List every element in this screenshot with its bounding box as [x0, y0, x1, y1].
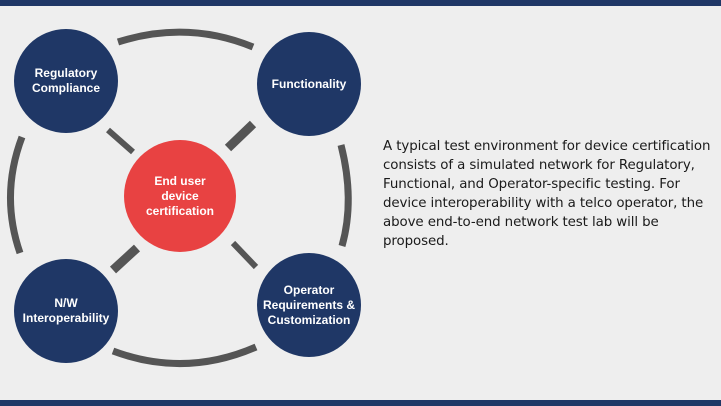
center-label-line: device — [161, 188, 199, 203]
center-circle — [124, 140, 236, 252]
node-nw-interop: N/W Interoperability — [14, 259, 118, 363]
arc-right — [337, 144, 352, 247]
node-functionality: Functionality — [257, 32, 361, 136]
spoke-bottom-left — [109, 244, 141, 274]
bottom-banner — [0, 400, 721, 406]
node-regulatory-circle — [14, 29, 118, 133]
node-label-line: N/W — [54, 296, 78, 310]
node-label-line: Interoperability — [22, 311, 110, 325]
spoke-top-left — [106, 127, 135, 155]
node-operator: Operator Requirements & Customization — [257, 253, 361, 357]
center-label-line: End user — [154, 173, 206, 188]
center-node: End user device certification — [124, 140, 236, 252]
node-label-line: Operator — [283, 282, 335, 297]
node-operator-circle — [257, 253, 361, 357]
node-functionality-circle — [257, 32, 361, 136]
node-label-line: Functionality — [271, 76, 347, 91]
arc-top — [116, 28, 255, 51]
top-banner — [0, 0, 721, 6]
node-nw-interop-circle — [14, 259, 118, 363]
node-label-line: Compliance — [31, 81, 100, 95]
node-regulatory: Regulatory Compliance — [14, 29, 118, 133]
description-text: A typical test environment for device ce… — [383, 139, 711, 249]
arc-bottom — [111, 343, 258, 368]
node-label-line: Regulatory — [34, 66, 98, 80]
node-label-line: Requirements & — [262, 297, 356, 312]
spoke-bottom-right — [230, 240, 259, 270]
node-label-line: Customization — [267, 312, 351, 327]
spoke-top-right — [224, 120, 257, 152]
center-label-line: certification — [145, 203, 214, 218]
arc-left — [6, 135, 26, 255]
